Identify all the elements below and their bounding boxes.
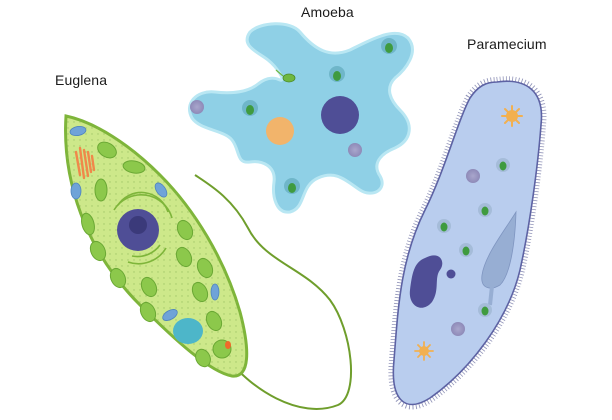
paramecium-macronucleus <box>409 255 443 308</box>
paramecium-granule <box>466 169 480 183</box>
amoeba-granule <box>190 100 204 114</box>
paramecium-granule <box>451 322 465 336</box>
amoeba-nucleus <box>321 96 359 134</box>
euglena-er <box>113 191 173 265</box>
amoeba-food-vacuoles <box>242 38 397 194</box>
euglena-nucleolus <box>129 216 147 234</box>
paramecium-oral-groove <box>481 210 517 289</box>
label-paramecium: Paramecium <box>467 36 547 52</box>
amoeba-prey <box>282 73 296 83</box>
euglena-chloroplasts <box>81 141 223 368</box>
paramecium-contractile-vacuole-bottom <box>414 341 434 361</box>
amoeba-body <box>188 22 414 214</box>
euglena <box>64 114 353 410</box>
paramecium-body <box>392 80 543 406</box>
label-amoeba: Amoeba <box>301 4 354 20</box>
euglena-contractile-vacuole <box>173 318 203 344</box>
euglena-mitochondria <box>69 125 220 321</box>
amoeba <box>188 22 414 214</box>
amoeba-granule <box>348 143 362 157</box>
euglena-flagellum <box>194 174 353 410</box>
paramecium-contractile-vacuole-top <box>501 105 523 127</box>
paramecium-food-vacuoles <box>437 158 510 317</box>
euglena-eyespot <box>225 341 231 349</box>
euglena-golgi <box>74 146 96 180</box>
paramecium-micronucleus <box>446 269 456 279</box>
paramecium <box>388 76 547 410</box>
label-euglena: Euglena <box>55 72 108 88</box>
amoeba-contractile-vacuole <box>266 117 294 145</box>
